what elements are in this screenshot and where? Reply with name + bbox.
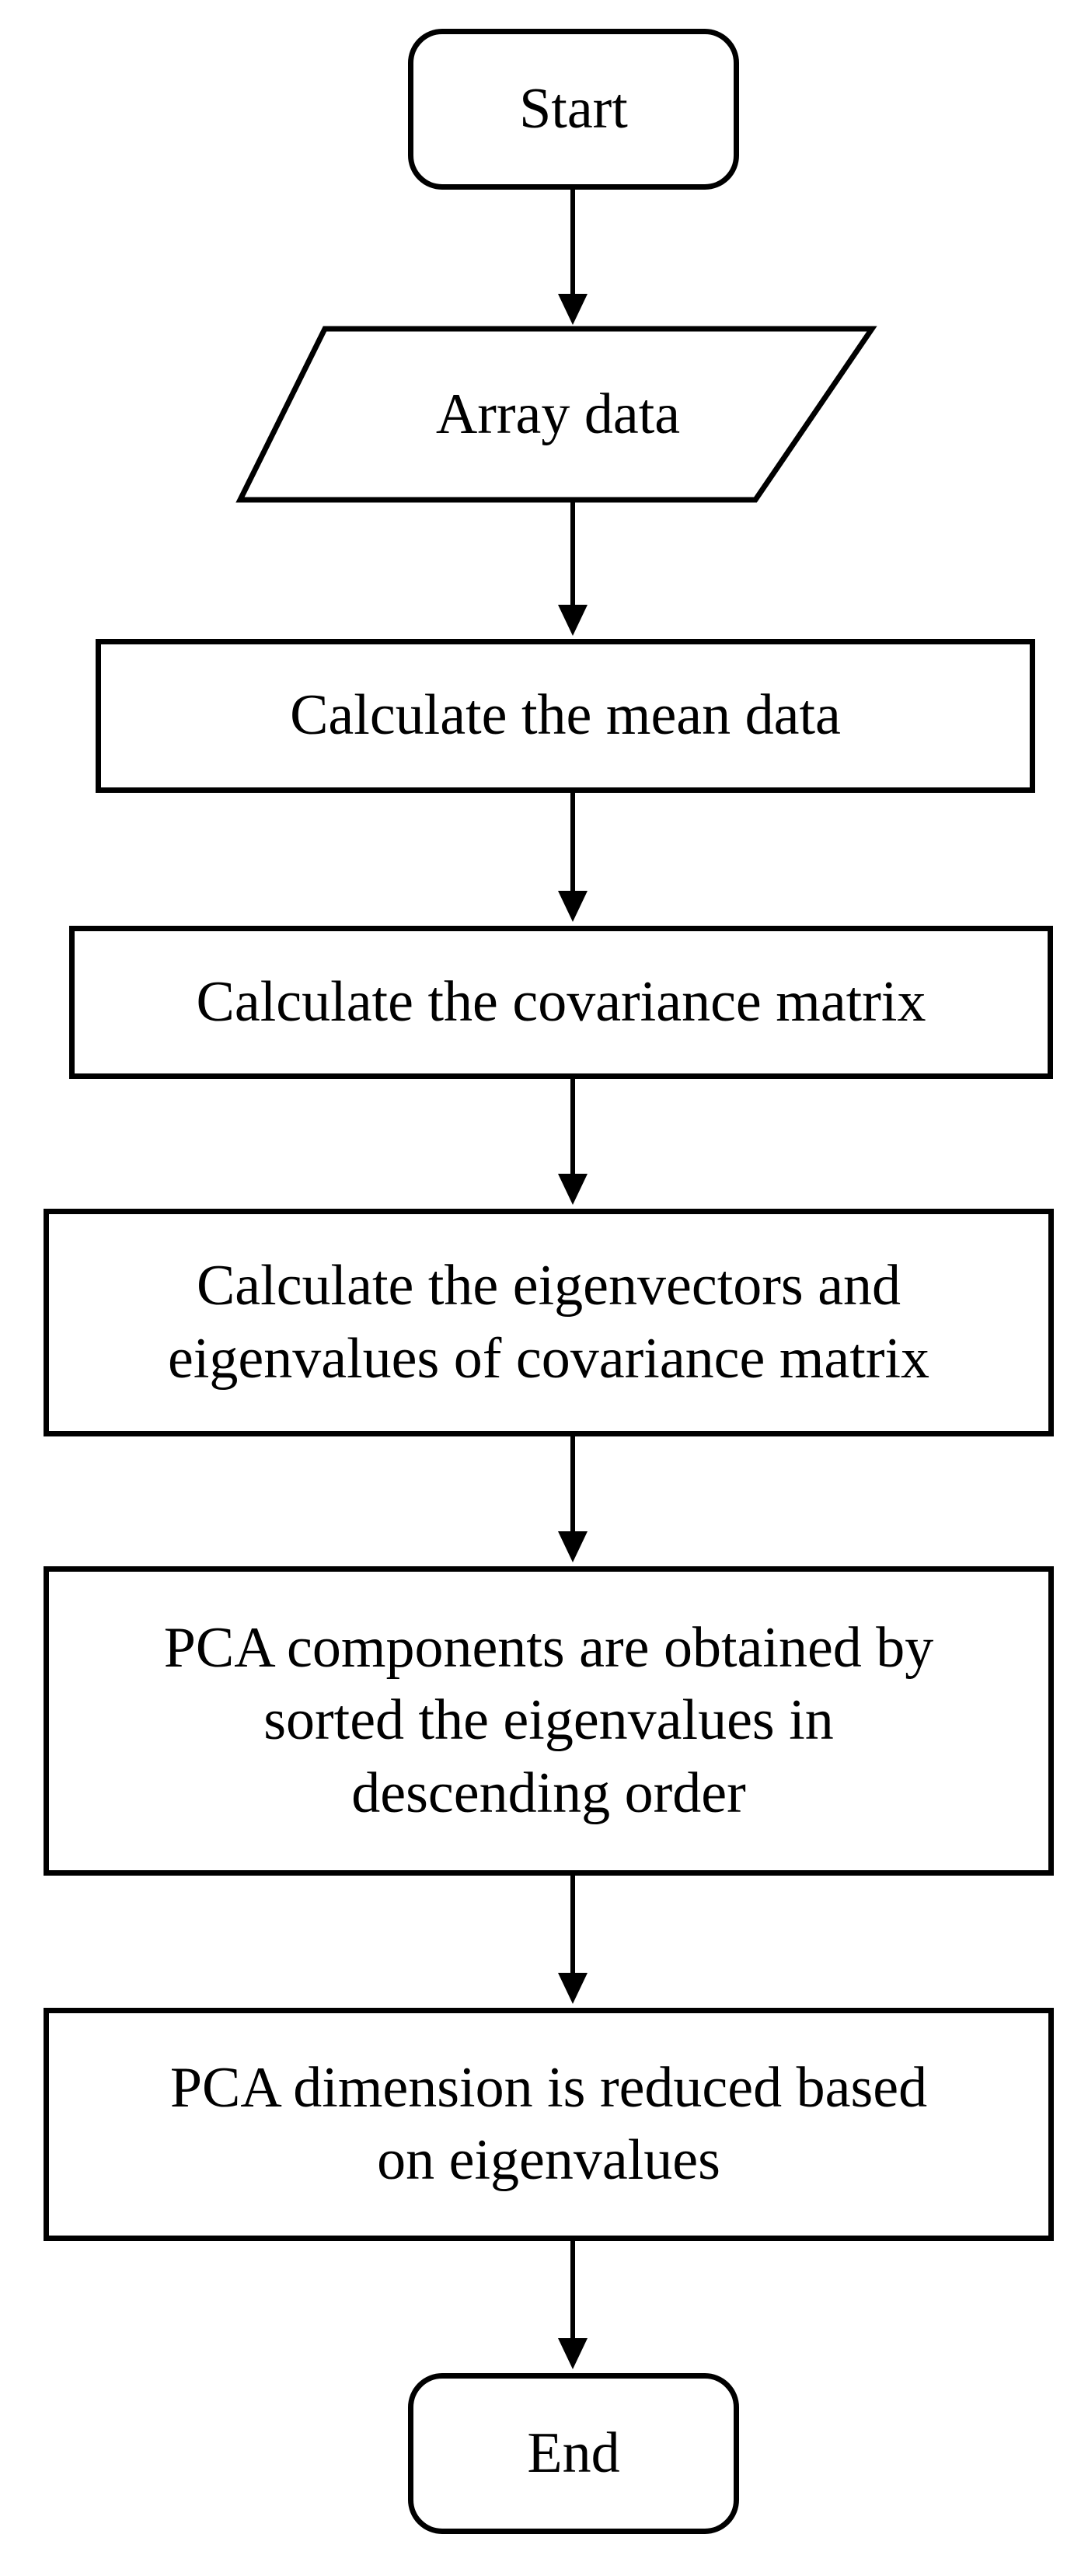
input-label-box: Array data xyxy=(325,329,791,500)
arrowhead-start-to-input xyxy=(558,294,588,325)
arrowhead-components-to-dimension xyxy=(558,1973,588,2004)
start-label: Start xyxy=(519,76,628,141)
pca-components-label: PCA components are obtained by sorted th… xyxy=(163,1616,934,1825)
arrowhead-input-to-mean xyxy=(558,605,588,636)
pca-dimension-box: PCA dimension is reduced based on eigenv… xyxy=(44,2008,1054,2241)
arrowhead-mean-to-covariance xyxy=(558,891,588,922)
pca-dimension-label: PCA dimension is reduced based on eigenv… xyxy=(169,2055,928,2192)
calculate-covariance-box: Calculate the covariance matrix xyxy=(69,926,1053,1079)
calculate-mean-label: Calculate the mean data xyxy=(290,683,841,748)
pca-components-box: PCA components are obtained by sorted th… xyxy=(44,1566,1054,1876)
input-label: Array data xyxy=(435,382,681,446)
calculate-eigen-box: Calculate the eigenvectors and eigenvalu… xyxy=(44,1209,1054,1436)
input-parallelogram xyxy=(235,326,877,503)
end-terminal: End xyxy=(408,2373,739,2534)
end-label: End xyxy=(527,2421,620,2485)
calculate-covariance-label: Calculate the covariance matrix xyxy=(196,969,926,1034)
arrowhead-covariance-to-eigen xyxy=(558,1174,588,1205)
calculate-eigen-label: Calculate the eigenvectors and eigenvalu… xyxy=(167,1254,930,1391)
arrowhead-eigen-to-components xyxy=(558,1531,588,1562)
calculate-mean-box: Calculate the mean data xyxy=(96,639,1035,793)
arrowhead-dimension-to-end xyxy=(558,2338,588,2369)
start-terminal: Start xyxy=(408,29,739,190)
